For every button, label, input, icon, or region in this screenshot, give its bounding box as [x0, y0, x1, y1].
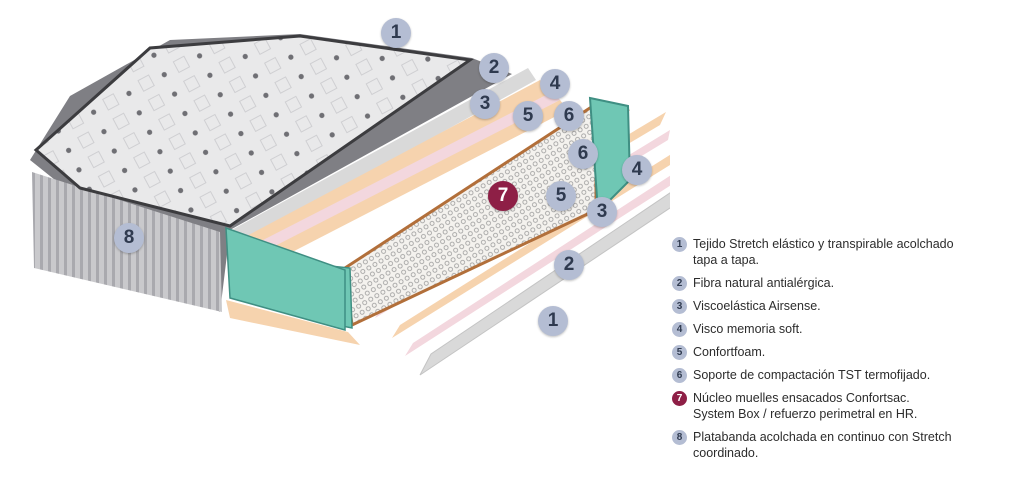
marker-number: 1 — [390, 22, 402, 43]
marker-2-bottom: 2 — [554, 250, 584, 280]
marker-number: 2 — [563, 254, 575, 275]
legend-number-badge: 2 — [672, 276, 687, 291]
legend-text: Viscoelástica Airsense. — [693, 299, 821, 313]
marker-number: 2 — [488, 57, 500, 78]
marker-number: 6 — [563, 105, 575, 126]
marker-number: 5 — [522, 105, 534, 126]
legend-text: Soporte de compactación TST termofijado. — [693, 368, 931, 382]
legend-item: 4 Visco memoria soft. — [672, 321, 1002, 337]
legend-number-badge: 1 — [672, 237, 687, 252]
legend-item: 6 Soporte de compactación TST termofijado… — [672, 367, 1002, 383]
legend-item: 1 Tejido Stretch elástico y transpirable … — [672, 236, 1002, 268]
marker-2-top: 2 — [479, 53, 509, 83]
legend-text: Fibra natural antialérgica. — [693, 276, 835, 290]
legend-text: Platabanda acolchada en continuo con Str… — [693, 430, 952, 460]
marker-number: 8 — [123, 227, 135, 248]
legend-item: 7 Núcleo muelles ensacados Confortsac. Sy… — [672, 390, 1002, 422]
legend-text: Confortfoam. — [693, 345, 766, 359]
marker-number: 3 — [596, 201, 608, 222]
marker-number: 3 — [479, 93, 491, 114]
legend-number-badge: 4 — [672, 322, 687, 337]
legend-number-badge: 5 — [672, 345, 687, 360]
marker-1-bottom: 1 — [538, 306, 568, 336]
legend-number-badge: 6 — [672, 368, 687, 383]
legend-item: 8 Platabanda acolchada en continuo con St… — [672, 429, 1002, 461]
mattress-diagram: 1 2 3 4 5 6 6 7 5 4 3 2 1 8 — [30, 18, 700, 376]
legend-text: Visco memoria soft. — [693, 322, 803, 336]
legend-item: 5 Confortfoam. — [672, 344, 1002, 360]
marker-4-top: 4 — [540, 69, 570, 99]
marker-5-top: 5 — [513, 101, 543, 131]
legend-number-badge: 3 — [672, 299, 687, 314]
legend-item: 3 Viscoelástica Airsense. — [672, 298, 1002, 314]
legend-text: Núcleo muelles ensacados Confortsac. Sys… — [693, 391, 918, 421]
legend: 1 Tejido Stretch elástico y transpirable … — [672, 236, 1002, 468]
marker-number: 7 — [497, 185, 509, 206]
mattress-body — [30, 34, 512, 345]
marker-number: 1 — [547, 310, 559, 331]
marker-7-core: 7 — [488, 181, 518, 211]
marker-number: 4 — [549, 73, 561, 94]
legend-number-badge: 8 — [672, 430, 687, 445]
legend-item: 2 Fibra natural antialérgica. — [672, 275, 1002, 291]
marker-number: 5 — [555, 185, 567, 206]
marker-6-top: 6 — [554, 101, 584, 131]
marker-number: 6 — [577, 143, 589, 164]
legend-number-badge: 7 — [672, 391, 687, 406]
mattress-illustration — [30, 34, 700, 376]
upper-layers — [228, 68, 568, 282]
marker-3-bottom: 3 — [587, 197, 617, 227]
legend-text: Tejido Stretch elástico y transpirable a… — [693, 237, 954, 267]
marker-number: 4 — [631, 159, 643, 180]
marker-4-bottom: 4 — [622, 155, 652, 185]
marker-8-side: 8 — [114, 223, 144, 253]
marker-6-bottom: 6 — [568, 139, 598, 169]
marker-5-bottom: 5 — [546, 181, 576, 211]
lower-fiber-layer — [405, 164, 688, 356]
marker-3-top: 3 — [470, 89, 500, 119]
marker-1-top: 1 — [381, 18, 411, 48]
